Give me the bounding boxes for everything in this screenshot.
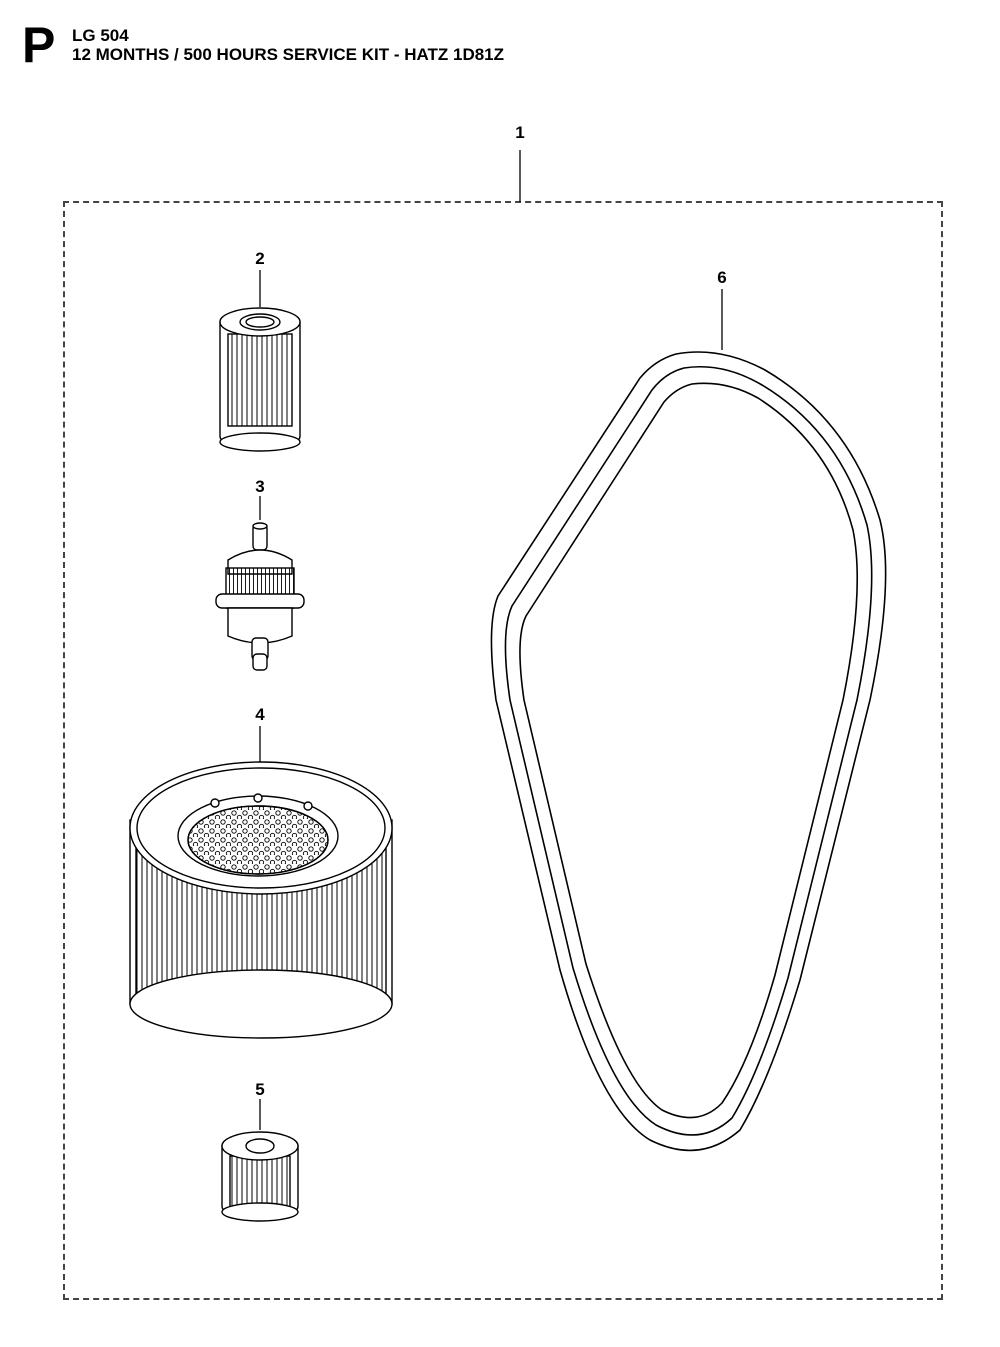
callout-3: 3 <box>255 477 265 496</box>
callout-4: 4 <box>255 705 265 724</box>
air-filter-illustration <box>129 761 393 1039</box>
inline-fuel-filter-illustration <box>215 522 305 671</box>
leader-lines <box>259 150 723 1130</box>
section-letter: P <box>22 17 56 73</box>
oil-filter-illustration <box>221 1131 299 1222</box>
model-name: LG 504 <box>72 26 129 45</box>
callout-5: 5 <box>255 1080 265 1099</box>
callout-1: 1 <box>515 123 525 142</box>
v-belt-illustration <box>490 351 887 1152</box>
kit-boundary <box>63 201 943 1300</box>
fuel-filter-element-illustration <box>219 307 301 452</box>
callout-6: 6 <box>717 268 727 287</box>
kit-title: 12 MONTHS / 500 HOURS SERVICE KIT - HATZ… <box>72 45 505 64</box>
callout-2: 2 <box>255 249 265 268</box>
